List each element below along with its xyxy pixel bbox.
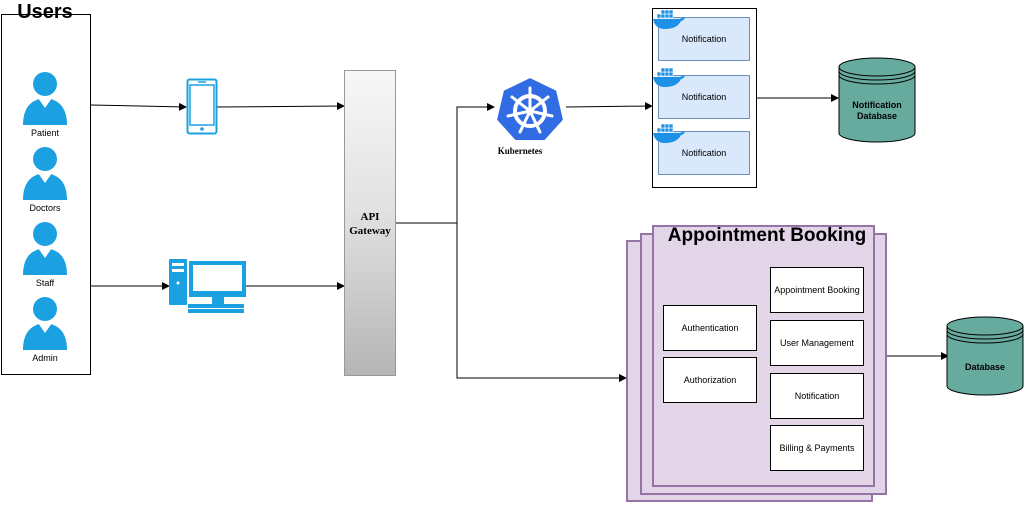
- notification-service-label: Notification: [681, 34, 727, 44]
- user-icon: [23, 297, 67, 350]
- user-label-staff: Staff: [35, 278, 55, 288]
- database-cylinder: [946, 316, 1024, 396]
- notification-service-label: Notification: [794, 391, 840, 401]
- user-label-admin: Admin: [32, 353, 58, 363]
- kubernetes-icon: [494, 75, 566, 142]
- users-title: Users: [17, 1, 73, 23]
- notification-database-label: Notification Database: [852, 100, 902, 121]
- database-label: Database: [964, 362, 1006, 372]
- user-staff: Staff: [0, 220, 90, 288]
- desktop-computer-icon: [169, 259, 246, 313]
- user-label-doctors: Doctors: [29, 203, 61, 213]
- kubernetes-to-notifications-arrow: [565, 102, 653, 111]
- docker-icon: [653, 9, 685, 29]
- user-label-patient: Patient: [30, 128, 60, 138]
- user-icon: [23, 72, 67, 125]
- user-patient: Patient: [0, 70, 90, 138]
- docker-icon: [653, 123, 685, 143]
- gateway-to-kubernetes-arrow: [396, 103, 495, 224]
- user-icon: [23, 222, 67, 275]
- api-gateway: [344, 70, 396, 376]
- docker-icon: [653, 67, 685, 87]
- notification-database-cylinder: [838, 57, 916, 143]
- notification-service: Notification: [770, 373, 864, 419]
- api-gateway-label: API Gateway: [349, 211, 391, 237]
- appointment-booking-title: Appointment Booking: [667, 225, 867, 246]
- notification-service-label: Notification: [681, 92, 727, 102]
- authentication-box: Authentication: [663, 305, 757, 351]
- users-to-mobile-arrow: [90, 102, 187, 111]
- appointment-booking-service: Appointment Booking: [770, 267, 864, 313]
- authorization-box: Authorization: [663, 357, 757, 403]
- user-admin: Admin: [0, 295, 90, 363]
- user-doctors: Doctors: [0, 145, 90, 213]
- billing-payments-service: Billing & Payments: [770, 425, 864, 471]
- authentication-label: Authentication: [681, 323, 739, 333]
- appointment-booking-service-label: Appointment Booking: [774, 285, 860, 295]
- kubernetes-label: Kubernetes: [497, 146, 543, 156]
- user-icon: [23, 147, 67, 200]
- mobile-phone-icon: [186, 78, 218, 135]
- user-management-service-label: User Management: [779, 338, 855, 348]
- mobile-to-gateway-arrow: [216, 102, 345, 111]
- gateway-to-appointment-arrow: [456, 223, 627, 382]
- notification-service-label: Notification: [681, 148, 727, 158]
- user-management-service: User Management: [770, 320, 864, 366]
- authorization-label: Authorization: [683, 375, 737, 385]
- billing-payments-service-label: Billing & Payments: [779, 443, 855, 453]
